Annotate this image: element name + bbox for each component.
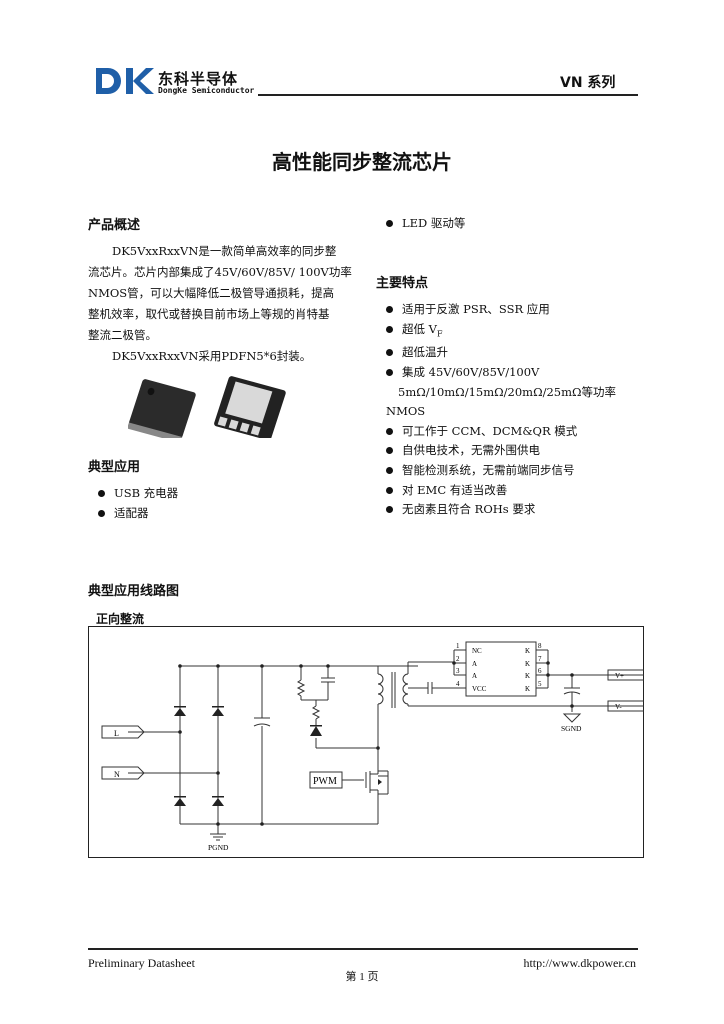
ic-a2-label: A: [472, 672, 477, 680]
list-item: 智能检测系统，无需前端同步信号: [384, 461, 644, 481]
bullet-icon: [386, 486, 393, 494]
bullet-icon: [98, 490, 105, 497]
overview-line-4: 整机效率，取代或替换目前市场上等规的肖特基: [88, 307, 330, 321]
list-item: 适用于反激 PSR、SSR 应用: [384, 300, 644, 320]
ic-k3-label: K: [525, 672, 530, 680]
applications-list: USB 充电器 适配器: [96, 484, 178, 523]
list-item: 可工作于 CCM、DCM&QR 模式: [384, 422, 644, 442]
pin-6-label: 6: [538, 667, 542, 675]
list-item: 自供电技术，无需外围供电: [384, 441, 644, 461]
list-item: 无卤素且符合 ROHs 要求: [384, 500, 644, 520]
ic-k2-label: K: [525, 660, 530, 668]
bullet-icon: [386, 467, 393, 475]
list-item: USB 充电器: [96, 484, 178, 504]
pin-2-label: 2: [456, 655, 460, 663]
bullet-icon: [386, 369, 393, 377]
ic-k1-label: K: [525, 647, 530, 655]
series-label: VN 系列: [560, 75, 616, 91]
overview-package-line: DK5VxxRxxVN采用PDFN5*6封装。: [112, 349, 312, 363]
features-list: 适用于反激 PSR、SSR 应用 超低 VF 超低温升 集成 45V/60V/8…: [384, 300, 644, 520]
document-title: 高性能同步整流芯片: [272, 150, 452, 174]
bullet-icon: [386, 220, 393, 227]
bullet-icon: [386, 349, 393, 357]
list-item: 超低温升: [384, 343, 644, 363]
pin-3-label: 3: [456, 667, 460, 675]
footer-rule: [88, 948, 638, 950]
logo-chinese-name: 东科半导体: [158, 70, 239, 88]
ic-a1-label: A: [472, 660, 477, 668]
bullet-icon: [386, 506, 393, 514]
pgnd-label: PGND: [208, 843, 229, 852]
pin-4-label: 4: [456, 680, 460, 688]
sgnd-label: SGND: [561, 724, 582, 733]
bullet-icon: [386, 325, 393, 333]
overview-line-5: 整流二极管。: [88, 328, 157, 342]
bullet-icon: [386, 306, 393, 313]
applications-heading: 典型应用: [88, 460, 141, 475]
list-item: 超低 VF: [384, 320, 644, 344]
vplus-label: V+: [615, 672, 624, 680]
overview-line-1: DK5VxxRxxVN是一款简单高效率的同步整: [112, 244, 337, 258]
header-rule: [258, 94, 638, 96]
bullet-icon: [386, 427, 393, 435]
features-heading: 主要特点: [376, 276, 429, 291]
circuit-subheading: 正向整流: [96, 612, 145, 626]
pin-7-label: 7: [538, 655, 542, 663]
list-item: LED 驱动等: [384, 214, 465, 234]
feature-continuation: 5mΩ/10mΩ/15mΩ/20mΩ/25mΩ等功率: [398, 384, 617, 399]
overview-paragraph: DK5VxxRxxVN是一款简单高效率的同步整 流芯片。芯片内部集成了45V/6…: [88, 241, 358, 367]
ic-nc-label: NC: [472, 647, 482, 655]
pin-8-label: 8: [538, 642, 542, 650]
pin-5-label: 5: [538, 680, 542, 688]
ic-k4-label: K: [525, 685, 530, 693]
overview-line-2: 流芯片。芯片内部集成了45V/60V/85V/ 100V功率: [88, 265, 352, 279]
overview-line-3: NMOS管，可以大幅降低二极管导通损耗，提高: [88, 286, 335, 300]
chip-package-image: [128, 376, 286, 438]
pin-1-label: 1: [456, 642, 460, 650]
applications-list-continued: LED 驱动等: [384, 214, 465, 234]
vminus-label: V-: [615, 703, 622, 711]
pwm-label: PWM: [313, 776, 337, 787]
feature-continuation-2: NMOS: [386, 404, 426, 419]
footer-left: Preliminary Datasheet: [88, 956, 195, 970]
bullet-icon: [98, 509, 105, 517]
ic-vcc-label: VCC: [472, 685, 487, 693]
list-item: 适配器: [96, 504, 178, 524]
terminal-l-label: L: [114, 729, 119, 738]
bullet-icon: [386, 447, 393, 455]
logo-english-name: DongKe Semiconductor: [158, 86, 255, 95]
list-item: 集成 45V/60V/85V/100V: [384, 363, 644, 383]
page-number: 第 1 页: [345, 971, 379, 983]
footer-url[interactable]: http://www.dkpower.cn: [523, 956, 636, 970]
company-logo: [96, 68, 154, 94]
terminal-n-label: N: [114, 770, 120, 779]
circuit-heading: 典型应用线路图: [88, 584, 180, 599]
circuit-diagram: L N PGND PWM SGND V+ V- 1 2 3 4 5 6 7 8 …: [88, 626, 644, 858]
list-item: 对 EMC 有适当改善: [384, 481, 644, 501]
overview-heading: 产品概述: [88, 218, 141, 233]
